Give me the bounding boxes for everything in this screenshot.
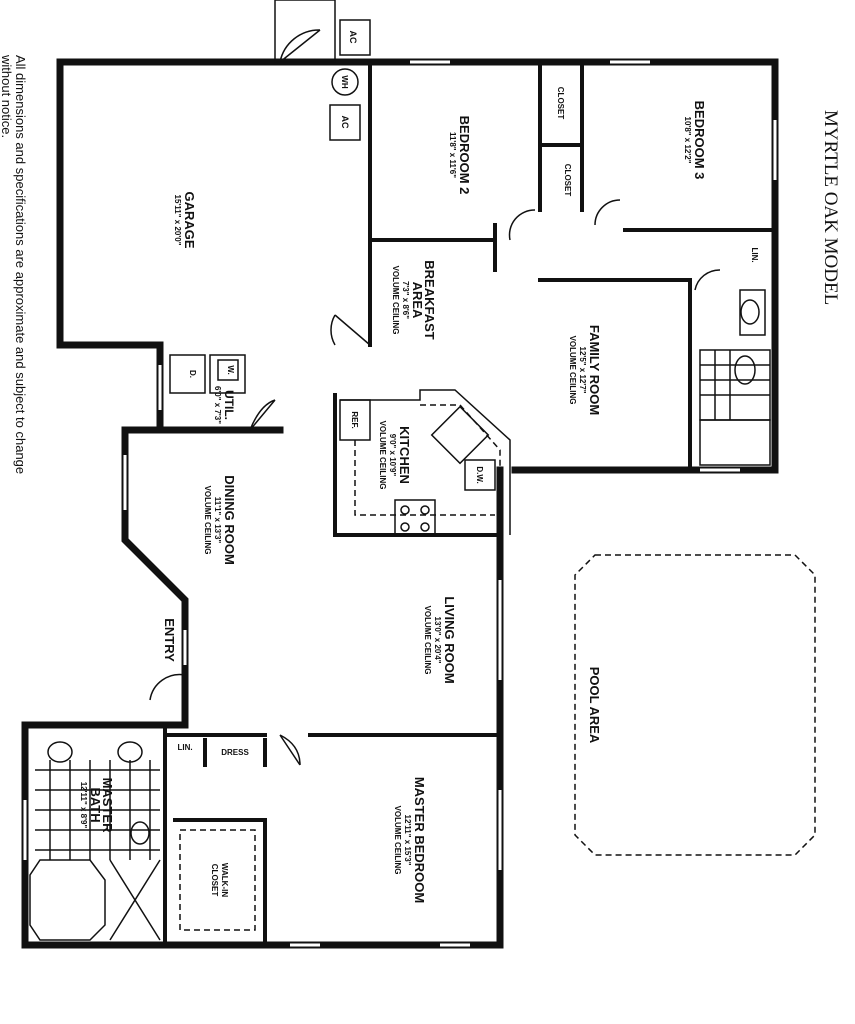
plan-title: MYRTLE OAK MODEL xyxy=(820,110,841,305)
svg-text:VOLUME CEILING: VOLUME CEILING xyxy=(203,486,212,555)
room-family: FAMILY ROOM 12'5" x 12'7" VOLUME CEILING xyxy=(568,325,602,415)
svg-text:DINING ROOM: DINING ROOM xyxy=(222,475,237,565)
linen-label-hall: LIN. xyxy=(750,247,759,262)
washer-label: W. xyxy=(226,365,235,374)
svg-text:6'0" x 7'3": 6'0" x 7'3" xyxy=(213,386,222,424)
svg-text:7'3" x 8'6": 7'3" x 8'6" xyxy=(401,281,410,319)
dress-label: DRESS xyxy=(221,748,249,757)
svg-text:FAMILY ROOM: FAMILY ROOM xyxy=(587,325,602,415)
room-living: LIVING ROOM 13'0" x 20'4" VOLUME CEILING xyxy=(423,596,457,683)
disclaimer-line-1: All dimensions and specifications are ap… xyxy=(13,55,28,474)
ac-unit xyxy=(274,0,371,141)
linen-label-master: LIN. xyxy=(177,743,192,752)
room-dining: DINING ROOM 11'1" x 13'3" VOLUME CEILING xyxy=(203,475,237,565)
room-dims: 11'8" x 11'6" xyxy=(448,132,457,178)
svg-text:MASTER BEDROOM: MASTER BEDROOM xyxy=(412,777,427,903)
svg-text:LIVING ROOM: LIVING ROOM xyxy=(442,596,457,683)
room-name: GARAGE xyxy=(182,191,197,248)
closet-label-1: CLOSET xyxy=(556,87,565,120)
ac-label: AC xyxy=(340,116,350,129)
room-dims: 15'11" x 20'0" xyxy=(173,195,182,246)
master-bath-fixtures xyxy=(29,741,256,941)
entry-label: ENTRY xyxy=(162,618,177,662)
room-walkin-closet: WALK-IN CLOSET xyxy=(210,863,229,897)
svg-text:VOLUME CEILING: VOLUME CEILING xyxy=(393,806,402,875)
dishwasher-label: D.W. xyxy=(475,466,484,483)
svg-text:KITCHEN: KITCHEN xyxy=(397,426,412,484)
svg-text:UTIL.: UTIL. xyxy=(222,390,236,420)
svg-text:CLOSET: CLOSET xyxy=(210,864,219,897)
svg-text:9'0" x 10'9": 9'0" x 10'9" xyxy=(388,434,397,477)
room-name: BEDROOM 3 xyxy=(692,101,707,180)
svg-text:13'0" x 20'4": 13'0" x 20'4" xyxy=(433,617,442,664)
dryer-label: D. xyxy=(188,370,197,378)
room-master-bedroom: MASTER BEDROOM 12'11" x 15'3" VOLUME CEI… xyxy=(393,777,427,903)
pool-area xyxy=(574,554,816,856)
svg-text:12'5" x 12'7": 12'5" x 12'7" xyxy=(578,347,587,394)
refrigerator-label: REF. xyxy=(350,411,359,428)
svg-text:BREAKFAST: BREAKFAST xyxy=(422,260,437,340)
interior-walls xyxy=(163,60,777,947)
room-dims: 10'8" x 12'2" xyxy=(683,117,692,164)
pool-label: POOL AREA xyxy=(587,667,602,744)
room-kitchen: KITCHEN 9'0" x 10'9" VOLUME CEILING xyxy=(378,421,412,490)
svg-text:AREA: AREA xyxy=(410,282,425,319)
disclaimer-line-2: without notice. xyxy=(0,54,14,138)
svg-text:11'1" x 13'3": 11'1" x 13'3" xyxy=(213,497,222,544)
svg-text:VOLUME CEILING: VOLUME CEILING xyxy=(568,336,577,405)
room-util: UTIL. 6'0" x 7'3" xyxy=(213,386,236,424)
svg-text:VOLUME CEILING: VOLUME CEILING xyxy=(378,421,387,490)
svg-text:WALK-IN: WALK-IN xyxy=(220,863,229,897)
doors xyxy=(149,29,721,766)
water-heater-label: WH xyxy=(340,75,349,89)
laundry xyxy=(169,354,246,394)
svg-text:MASTER: MASTER xyxy=(100,778,115,834)
kitchen-fixtures xyxy=(339,389,511,536)
svg-text:VOLUME CEILING: VOLUME CEILING xyxy=(423,606,432,675)
windows xyxy=(23,60,777,947)
room-bedroom2: BEDROOM 2 11'8" x 11'6" xyxy=(448,116,472,195)
room-breakfast: BREAKFAST AREA 7'3" x 8'6" VOLUME CEILIN… xyxy=(391,260,437,340)
svg-text:12'11" x 8'9": 12'11" x 8'9" xyxy=(79,782,88,829)
svg-text:VOLUME CEILING: VOLUME CEILING xyxy=(391,266,400,335)
closet-label-2: CLOSET xyxy=(563,164,572,197)
room-name: BEDROOM 2 xyxy=(457,116,472,195)
svg-text:12'11" x 15'3": 12'11" x 15'3" xyxy=(403,815,412,866)
hall-bath xyxy=(699,289,771,466)
room-garage: GARAGE 15'11" x 20'0" xyxy=(173,191,197,248)
svg-text:BATH: BATH xyxy=(88,787,103,822)
room-bedroom3: BEDROOM 3 10'8" x 12'2" xyxy=(683,101,707,180)
ac-label-exterior: AC xyxy=(348,31,358,44)
room-master-bath: MASTER BATH 12'11" x 8'9" xyxy=(79,778,115,834)
